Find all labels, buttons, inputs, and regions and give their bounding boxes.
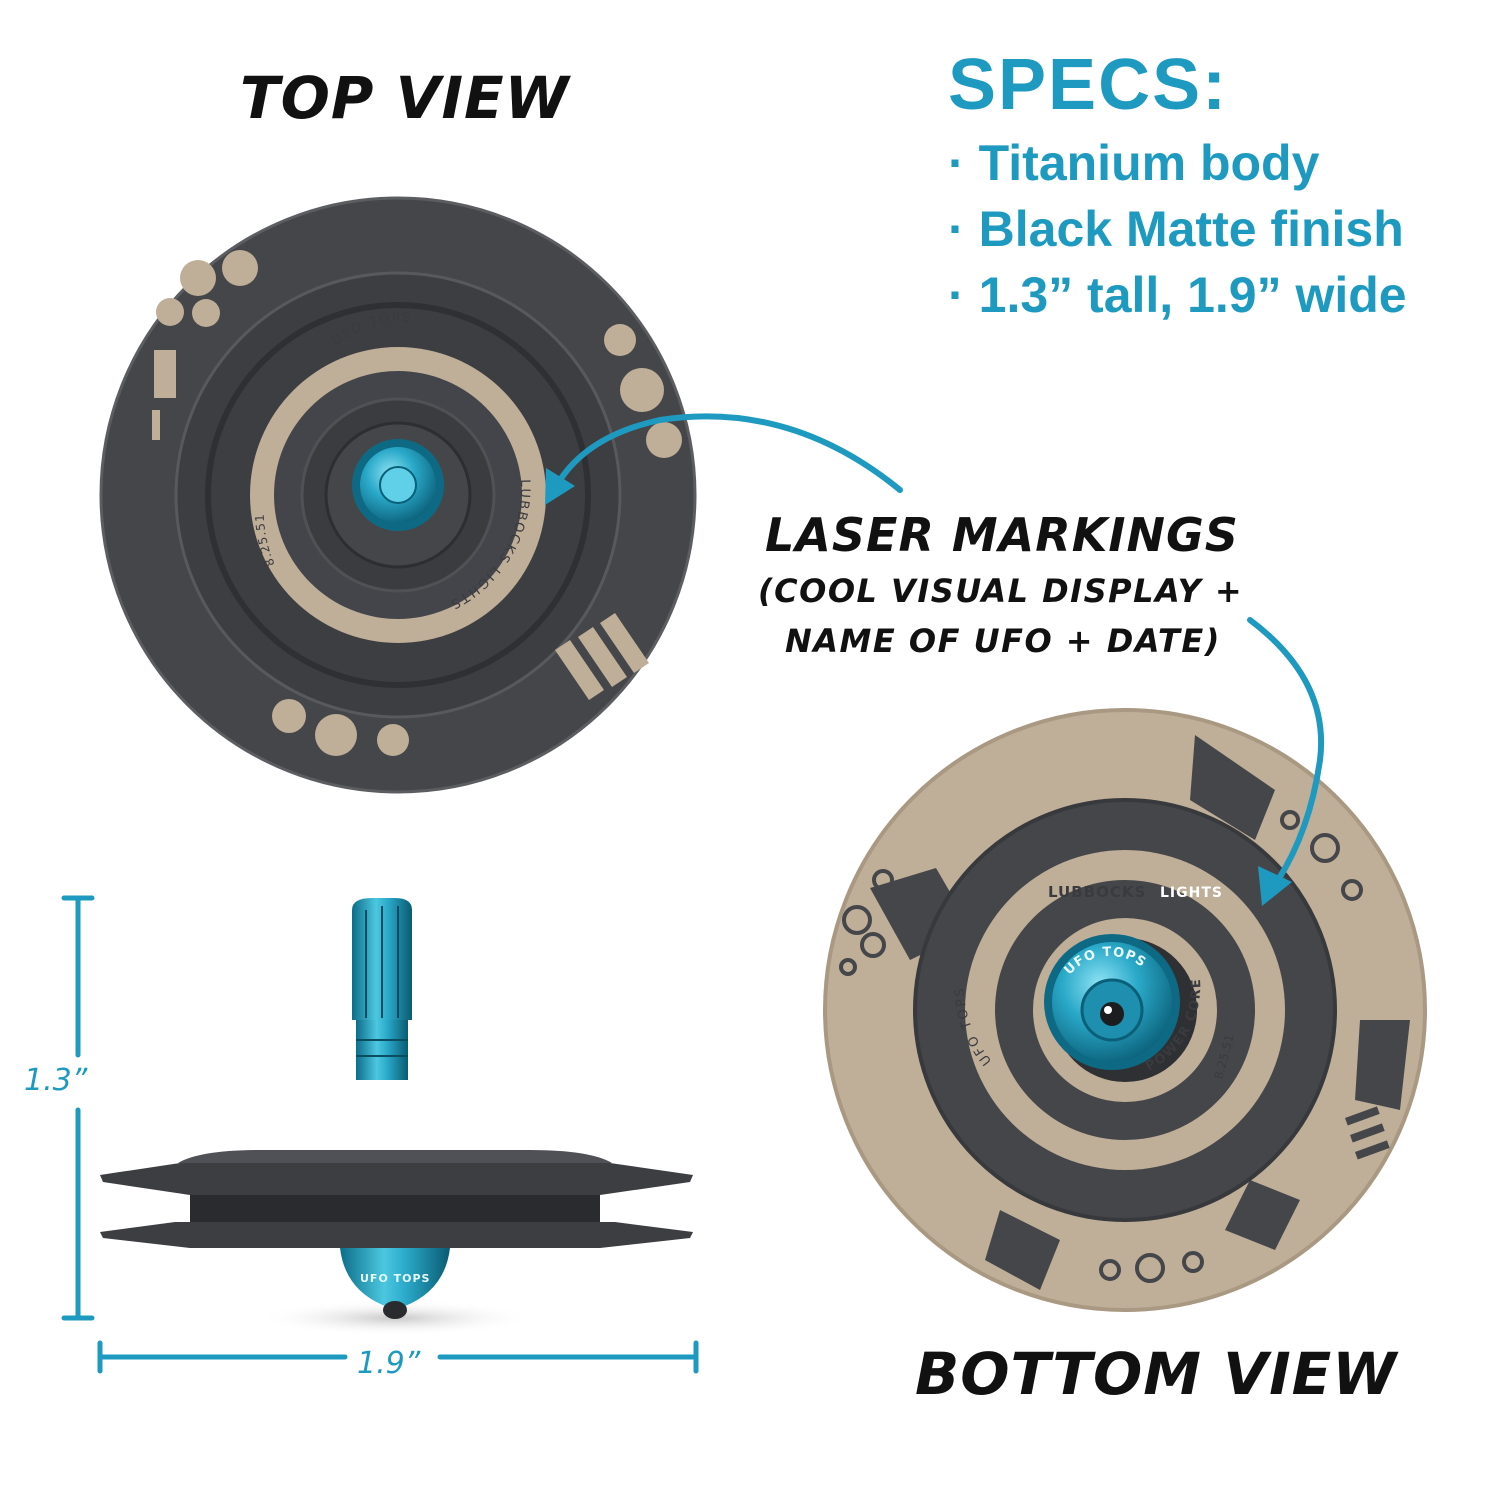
arrow-head-icon (1258, 866, 1292, 906)
engraved-dot (156, 298, 184, 326)
shaft-neck (356, 1020, 408, 1080)
disc-rim (823, 708, 1427, 1312)
engraved-stripes (555, 613, 649, 700)
top-view-disc: UFO TOPS LUBBOCKS LIGHTS 8.25.51 (99, 196, 697, 794)
bullet-dot: · (948, 201, 965, 257)
engraved-dot (646, 422, 682, 458)
plate-groove (205, 302, 591, 688)
bullet-dot: · (948, 267, 965, 323)
engraved-dot (272, 699, 306, 733)
top-view-title: TOP VIEW (240, 64, 570, 132)
spec-item-text: 1.3” tall, 1.9” wide (978, 267, 1407, 323)
laser-markings-subtitle-line2: NAME OF UFO + DATE) (785, 622, 1221, 660)
spec-item-text: Black Matte finish (978, 201, 1404, 257)
disc-gap (190, 1195, 600, 1223)
specs-title: SPECS: (948, 45, 1229, 125)
tip-icon (1100, 1002, 1124, 1026)
edge-mark (152, 410, 160, 440)
width-dimension-line (97, 1340, 699, 1374)
spec-item-text: Titanium body (978, 135, 1320, 191)
laser-markings-title: LASER MARKINGS (765, 508, 1239, 562)
disc-rim (99, 196, 697, 794)
upper-disc (100, 1163, 693, 1195)
engraved-dot (315, 714, 357, 756)
height-dimension-label: 1.3” (24, 1063, 88, 1098)
engraved-dot (377, 724, 409, 756)
arrow-curve (1247, 617, 1325, 883)
bottom-view-title: BOTTOM VIEW (915, 1340, 1398, 1408)
bottom-name-part2-text: LIGHTS (1160, 885, 1223, 901)
engraved-dot (192, 299, 220, 327)
side-brand-text: UFO TOPS (360, 1272, 430, 1285)
arrow-to-bottom-view (1247, 617, 1325, 906)
lower-disc (100, 1222, 693, 1248)
blue-cap-ball (379, 466, 417, 504)
spec-item: ·1.3” tall, 1.9” wide (948, 262, 1407, 328)
arrow-to-top-view (545, 413, 903, 505)
width-dimension-label: 1.9” (357, 1346, 421, 1381)
height-dimension-line (61, 895, 95, 1321)
laser-markings-subtitle-line1: (COOL VISUAL DISPLAY + (758, 572, 1244, 610)
tip-cone (340, 1248, 450, 1306)
tip-icon (383, 1301, 407, 1319)
engraved-dot (620, 368, 664, 412)
bottom-name-part1-text: LUBBOCKS (1048, 883, 1146, 901)
side-view: UFO TOPS (100, 898, 693, 1336)
bullet-dot: · (948, 135, 965, 191)
shaft-grooves (356, 906, 408, 1057)
spec-item: ·Black Matte finish (948, 196, 1407, 262)
engraved-stripes (1344, 1106, 1390, 1160)
engraved-dot (180, 260, 216, 296)
engraved-dot (604, 324, 636, 356)
dark-segments (870, 735, 1410, 1290)
arrow-head-icon (545, 468, 575, 505)
edge-mark (154, 350, 176, 398)
engraved-circles (839, 810, 1363, 1283)
upper-disc-top (178, 1150, 612, 1163)
spec-item: ·Titanium body (948, 130, 1407, 196)
specs-block: SPECS: ·Titanium body ·Black Matte finis… (948, 40, 1407, 328)
engraved-dot (222, 250, 258, 286)
tip-highlight (1104, 1006, 1112, 1014)
arrow-curve (557, 413, 903, 493)
